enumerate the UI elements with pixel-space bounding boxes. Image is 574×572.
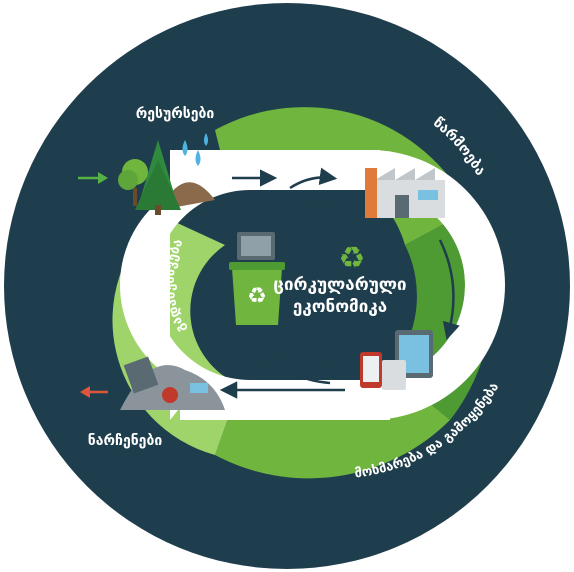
- trees-rock-water-icon: [118, 133, 215, 215]
- arrow-use-to-recycling: [258, 348, 331, 385]
- recycle-symbol-icon: ♻: [339, 241, 366, 276]
- center-title-line1: ცირკულარული: [273, 275, 406, 295]
- waste-pile-icon: [120, 356, 225, 410]
- arrow-production-to-use-top: [289, 167, 338, 190]
- devices-icon: [360, 330, 433, 390]
- white-track-left: [125, 175, 250, 395]
- label-waste: ნარჩენები: [88, 433, 163, 449]
- factory-icon: [365, 168, 445, 218]
- recycle-bin-icon: ♻: [229, 232, 285, 325]
- arrow-output-head: [80, 386, 90, 398]
- svg-text:♻: ♻: [247, 284, 267, 309]
- label-resources: რესურსები: [136, 106, 215, 122]
- center-title-line2: ეკონომიკა: [293, 297, 387, 317]
- arrow-production-to-use: [438, 239, 460, 341]
- arrow-input-head: [98, 172, 108, 184]
- white-track-right: [370, 150, 505, 420]
- inner-circle: [245, 205, 405, 365]
